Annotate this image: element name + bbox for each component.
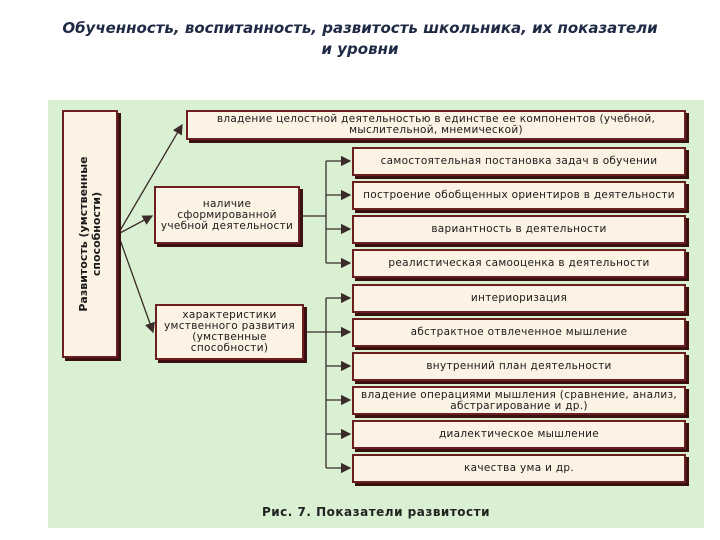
mental-box-6: качества ума и др. bbox=[352, 454, 686, 483]
root-label: Развитость (умственные способности) bbox=[77, 156, 103, 312]
root-box: Развитость (умственные способности) bbox=[62, 110, 118, 358]
mental-box-4: владение операциями мышления (сравнение,… bbox=[352, 386, 686, 415]
level1-box-learning-activity: наличие сформированной учебной деятельно… bbox=[154, 186, 300, 244]
arrow-root-to-item1 bbox=[117, 123, 183, 235]
figure-caption: Рис. 7. Показатели развитости bbox=[261, 505, 491, 519]
activity-box-4: реалистическая самооценка в деятельности bbox=[352, 249, 686, 278]
slide-title: Обученность, воспитанность, развитость ш… bbox=[62, 19, 658, 58]
arrow-root-to-item3 bbox=[117, 233, 155, 334]
mental-box-3: внутренний план деятельности bbox=[352, 352, 686, 381]
mental-box-5: диалектическое мышление bbox=[352, 420, 686, 449]
activity-box-3: вариантность в деятельности bbox=[352, 215, 686, 244]
mental-box-1: интериоризация bbox=[352, 284, 686, 313]
level1-box-wholeness: владение целостной деятельностью в единс… bbox=[186, 110, 686, 140]
activity-box-1: самостоятельная постановка задач в обуче… bbox=[352, 147, 686, 176]
activity-box-2: построение обобщенных ориентиров в деяте… bbox=[352, 181, 686, 210]
mental-box-2: абстрактное отвлеченное мышление bbox=[352, 318, 686, 347]
level1-box-mental-development: характеристики умственного развития (умс… bbox=[155, 304, 304, 360]
arrow-root-to-item2 bbox=[117, 215, 154, 235]
